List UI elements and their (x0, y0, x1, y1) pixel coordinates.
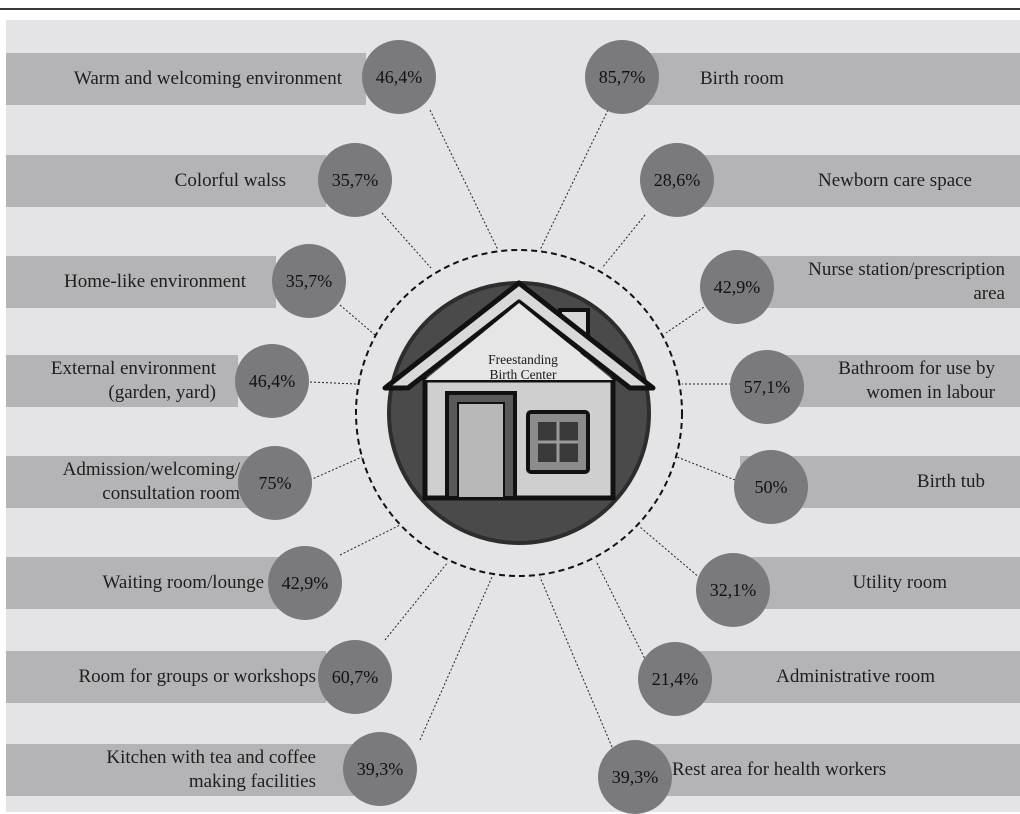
right-item-label: Birth room (700, 68, 784, 89)
left-item-label: Home-like environment (63, 271, 246, 292)
left-item-label: Waiting room/lounge (102, 572, 264, 593)
right-item-label: Administrative room (776, 666, 935, 687)
left-item-label: Admission/welcoming/ consultation room (62, 459, 240, 504)
left-band-3 (6, 355, 238, 407)
right-item-label: Bathroom for use by women in labour (838, 358, 995, 403)
left-percent-circle: 46,4% (235, 344, 309, 418)
left-band-2 (6, 256, 276, 308)
left-band-4 (6, 456, 256, 508)
left-item-label: Room for groups or workshops (78, 666, 317, 687)
left-percent-circle: 75% (238, 446, 312, 520)
center-title-line1: Freestanding (488, 352, 558, 367)
left-item-label: Colorful walss (174, 170, 286, 191)
left-percent-circle: 39,3% (343, 732, 417, 806)
right-item-label: Newborn care space (817, 170, 972, 191)
left-item-label: Kitchen with tea and coffee making facil… (106, 747, 316, 792)
left-band-0 (6, 53, 366, 105)
left-percent-circle: 35,7% (272, 244, 346, 318)
center-title: Freestanding Birth Center (460, 352, 586, 382)
left-band-5 (6, 557, 286, 609)
right-band-1 (680, 155, 1020, 207)
right-band-0 (610, 53, 1020, 105)
left-band-1 (6, 155, 326, 207)
right-item-label: Birth tub (916, 471, 985, 492)
left-item-label: External environment (garden, yard) (50, 358, 216, 403)
center-title-line2: Birth Center (489, 367, 557, 382)
right-item-label: Utility room (852, 572, 947, 593)
right-percent-circle: 50% (734, 450, 808, 524)
left-percent-circle: 60,7% (318, 640, 392, 714)
left-percent-circle: 42,9% (268, 546, 342, 620)
right-percent-circle: 85,7% (585, 40, 659, 114)
right-percent-circle: 32,1% (696, 553, 770, 627)
right-band-7 (630, 744, 1020, 796)
left-percent-circle: 46,4% (362, 40, 436, 114)
right-percent-circle: 57,1% (730, 350, 804, 424)
left-band-7 (6, 744, 356, 796)
right-band-3 (780, 355, 1020, 407)
left-percent-circle: 35,7% (318, 143, 392, 217)
top-rule (0, 8, 1020, 10)
right-percent-circle: 42,9% (700, 250, 774, 324)
right-item-label: Nurse station/prescription area (808, 259, 1005, 304)
house-icon (382, 280, 656, 545)
right-band-5 (720, 557, 1020, 609)
right-percent-circle: 21,4% (638, 642, 712, 716)
right-percent-circle: 39,3% (598, 740, 672, 814)
right-item-label: Rest area for health workers (672, 759, 887, 780)
left-item-label: Warm and welcoming environment (73, 68, 342, 89)
right-band-2 (750, 256, 1020, 308)
left-band-6 (6, 651, 326, 703)
right-percent-circle: 28,6% (640, 143, 714, 217)
right-band-6 (670, 651, 1020, 703)
